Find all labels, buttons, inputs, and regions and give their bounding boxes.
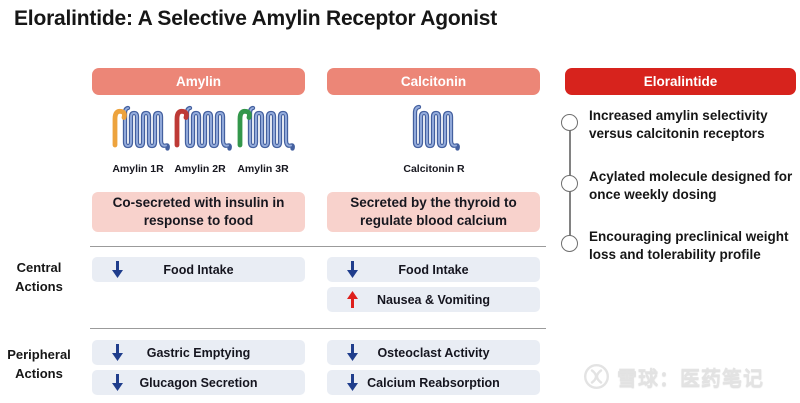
bullet-circle-icon [561, 235, 578, 252]
ramp2-protein-icon [174, 108, 189, 148]
gpcr-receptor-icon [237, 105, 295, 151]
action-label: Food Intake [163, 262, 234, 277]
decrease-arrow-icon [112, 344, 123, 361]
eloralintide-bullet-selectivity: Increased amylin selectivity versus calc… [589, 108, 768, 142]
calcitonin-header-label: Calcitonin [400, 74, 467, 89]
central-section-divider [90, 246, 546, 247]
calcitonin-nausea-vomiting-row: Nausea & Vomiting [327, 287, 540, 312]
action-label: Calcium Reabsorption [367, 375, 500, 390]
central-actions-label: Central Actions [15, 260, 63, 294]
decrease-arrow-icon [112, 374, 123, 391]
decrease-arrow-icon [347, 344, 358, 361]
eloralintide-header-label: Eloralintide [643, 74, 718, 89]
action-label: Osteoclast Activity [377, 345, 490, 360]
calcitonin-description-box: Secreted by the thyroid to regulate bloo… [327, 192, 540, 232]
amylin-1r-receptor-figure: Amylin 1R [106, 103, 170, 175]
eloralintide-bullet-preclinical: Encouraging preclinical weight loss and … [589, 229, 789, 263]
receptor-label: Amylin 2R [174, 163, 226, 175]
gpcr-receptor-icon [112, 105, 170, 151]
watermark: 雪球：医药笔记 [583, 362, 764, 391]
action-label: Gastric Emptying [146, 345, 251, 360]
action-label: Food Intake [398, 262, 469, 277]
gpcr-receptor-icon [412, 104, 460, 151]
calcitonin-calcium-reabsorption-row: Calcium Reabsorption [327, 370, 540, 395]
page-title: Eloralintide: A Selective Amylin Recepto… [14, 7, 498, 30]
calcitonin-description-text: Secreted by the thyroid to regulate bloo… [350, 194, 517, 228]
calcitonin-food-intake-row: Food Intake [327, 257, 540, 282]
eloralintide-bullet-dosing: Acylated molecule designed for once week… [589, 169, 793, 203]
amylin-header-label: Amylin [175, 74, 221, 89]
amylin-gastric-emptying-row: Gastric Emptying [92, 340, 305, 365]
amylin-food-intake-row: Food Intake [92, 257, 305, 282]
gpcr-receptor-icon [174, 105, 232, 151]
bullet-circle-icon [561, 114, 578, 131]
receptor-label: Calcitonin R [403, 163, 465, 175]
action-label: Nausea & Vomiting [377, 292, 490, 307]
peripheral-actions-label: Peripheral Actions [7, 347, 71, 381]
receptor-label: Amylin 1R [112, 163, 164, 175]
amylin-3r-receptor-figure: Amylin 3R [231, 103, 295, 175]
peripheral-section-divider [90, 328, 546, 329]
calcitonin-r-receptor-figure: Calcitonin R [399, 103, 469, 175]
receptor-label: Amylin 3R [237, 163, 289, 175]
increase-arrow-icon [347, 291, 358, 308]
calcitonin-column-header: Calcitonin [327, 68, 540, 95]
action-label: Glucagon Secretion [139, 375, 258, 390]
amylin-glucagon-secretion-row: Glucagon Secretion [92, 370, 305, 395]
decrease-arrow-icon [112, 261, 123, 278]
amylin-2r-receptor-figure: Amylin 2R [168, 103, 232, 175]
eloralintide-column-header: Eloralintide [565, 68, 796, 95]
bullet-circle-icon [561, 175, 578, 192]
amylin-column-header: Amylin [92, 68, 305, 95]
amylin-description-box: Co-secreted with insulin in response to … [92, 192, 305, 232]
ramp3-protein-icon [237, 108, 252, 148]
decrease-arrow-icon [347, 374, 358, 391]
xueqiu-logo-icon [583, 363, 610, 390]
calcitonin-osteoclast-activity-row: Osteoclast Activity [327, 340, 540, 365]
decrease-arrow-icon [347, 261, 358, 278]
amylin-description-text: Co-secreted with insulin in response to … [112, 194, 285, 228]
watermark-text: 雪球：医药笔记 [617, 368, 764, 390]
ramp1-protein-icon [112, 108, 127, 148]
